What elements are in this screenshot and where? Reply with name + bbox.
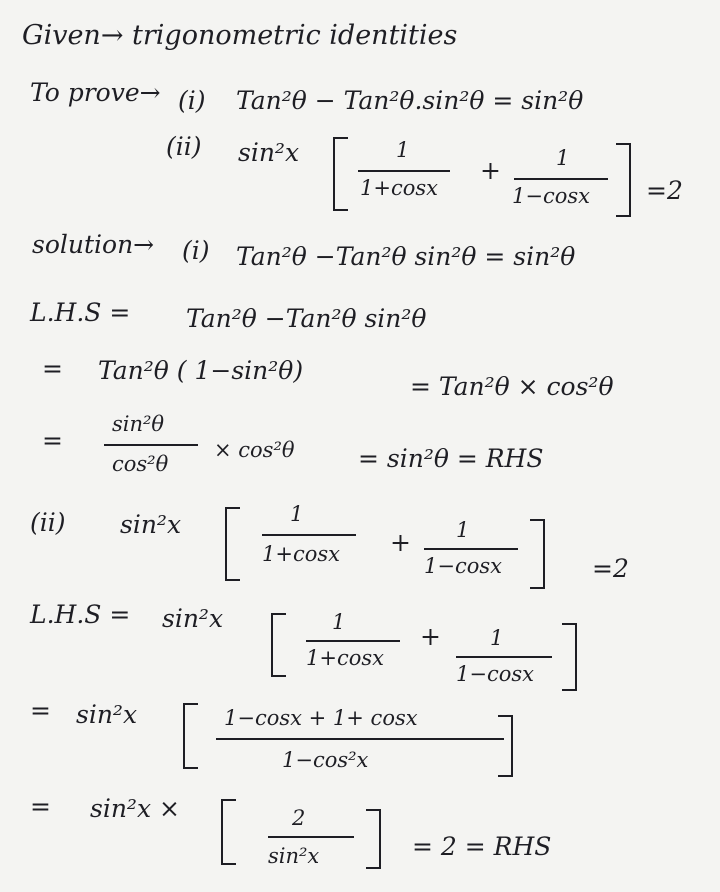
prove-2-lead: sin²x [238, 138, 300, 167]
right-bracket-icon [562, 623, 577, 691]
solution-2-lead: sin²x [120, 510, 182, 539]
solution-2-f2-denominator: 1−cosx [424, 554, 502, 578]
lhs-plus: + [420, 622, 441, 651]
solution-2-number: (ii) [30, 508, 66, 537]
left-bracket-icon [271, 613, 286, 677]
solution-2-f1-numerator: 1 [290, 502, 304, 526]
prove-2-f2-numerator: 1 [556, 146, 570, 170]
given-heading: Given→ trigonometric identities [22, 20, 458, 51]
step-2-3-result: = 2 = RHS [412, 832, 552, 861]
fraction-bar [358, 170, 450, 172]
step-2-3-numerator: 2 [292, 806, 306, 830]
prove-1-number: (i) [178, 86, 206, 115]
fraction-bar [216, 738, 504, 740]
fraction-bar [268, 836, 354, 838]
lhs-f2-denominator: 1−cosx [456, 662, 534, 686]
lhs-lead-2: sin²x [162, 604, 224, 633]
solution-1-expression: Tan²θ −Tan²θ sin²θ = sin²θ [236, 242, 576, 271]
step-2-2-lead: sin²x [76, 700, 138, 729]
prove-2-f1-denominator: 1+cosx [360, 176, 438, 200]
to-prove-label: To prove→ [30, 78, 161, 107]
step-1-3-result: = sin²θ = RHS [358, 444, 544, 473]
step-1-2-expression: Tan²θ ( 1−sin²θ) [98, 356, 304, 385]
prove-2-number: (ii) [166, 132, 202, 161]
step-1-2-result: = Tan²θ × cos²θ [410, 372, 614, 401]
lhs-label-2: L.H.S = [30, 600, 131, 629]
solution-label: solution→ [32, 230, 155, 259]
step-2-2-equals: = [30, 696, 51, 725]
step-1-2-equals: = [42, 354, 63, 383]
solution-2-f2-numerator: 1 [456, 518, 470, 542]
lhs-f1-numerator: 1 [332, 610, 346, 634]
solution-1-number: (i) [182, 236, 210, 265]
prove-2-f1-numerator: 1 [396, 138, 410, 162]
lhs-expression-1: Tan²θ −Tan²θ sin²θ [186, 304, 427, 333]
right-bracket-icon [530, 519, 545, 589]
left-bracket-icon [225, 507, 240, 581]
solution-2-plus: + [390, 528, 411, 557]
lhs-label-1: L.H.S = [30, 298, 131, 327]
step-2-3-denominator: sin²x [268, 844, 320, 868]
step-2-2-denominator: 1−cos²x [282, 748, 369, 772]
step-2-3-lead: sin²x × [90, 794, 180, 823]
left-bracket-icon [183, 703, 198, 769]
right-bracket-icon [498, 715, 513, 777]
right-bracket-icon [366, 809, 381, 869]
fraction-bar [306, 640, 400, 642]
step-1-3-numerator: sin²θ [112, 412, 165, 436]
prove-2-plus: + [480, 156, 501, 185]
step-2-2-numerator: 1−cosx + 1+ cosx [224, 706, 418, 730]
solution-2-rhs: =2 [592, 554, 629, 583]
step-2-3-equals: = [30, 792, 51, 821]
fraction-bar [424, 548, 518, 550]
fraction-bar [456, 656, 552, 658]
solution-2-f1-denominator: 1+cosx [262, 542, 340, 566]
prove-2-rhs: =2 [646, 176, 683, 205]
step-1-3-multiplier: × cos²θ [214, 438, 295, 462]
prove-1-expression: Tan²θ − Tan²θ.sin²θ = sin²θ [236, 86, 584, 115]
right-bracket-icon [616, 143, 631, 217]
left-bracket-icon [333, 137, 348, 211]
step-1-3-denominator: cos²θ [112, 452, 169, 476]
left-bracket-icon [221, 799, 236, 865]
step-1-3-equals: = [42, 426, 63, 455]
fraction-bar [262, 534, 356, 536]
lhs-f1-denominator: 1+cosx [306, 646, 384, 670]
lhs-f2-numerator: 1 [490, 626, 504, 650]
prove-2-f2-denominator: 1−cosx [512, 184, 590, 208]
fraction-bar [514, 178, 608, 180]
fraction-bar [104, 444, 198, 446]
